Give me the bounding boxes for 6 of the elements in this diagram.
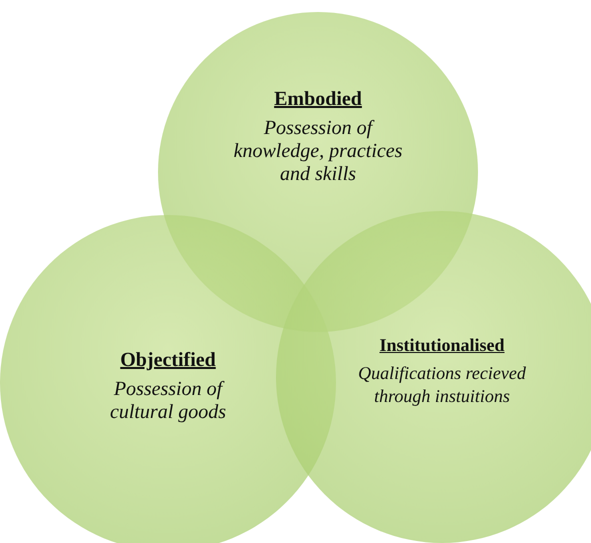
circle-heading: Objectified — [120, 349, 216, 372]
circle-heading: Embodied — [274, 88, 362, 111]
circle-description: Possession of knowledge, practices and skills — [232, 117, 404, 186]
circle-heading: Institutionalised — [379, 335, 505, 356]
circle-description: Possession of cultural goods — [108, 378, 228, 424]
circle-description: Qualifications recieved through instuitions — [357, 362, 527, 408]
